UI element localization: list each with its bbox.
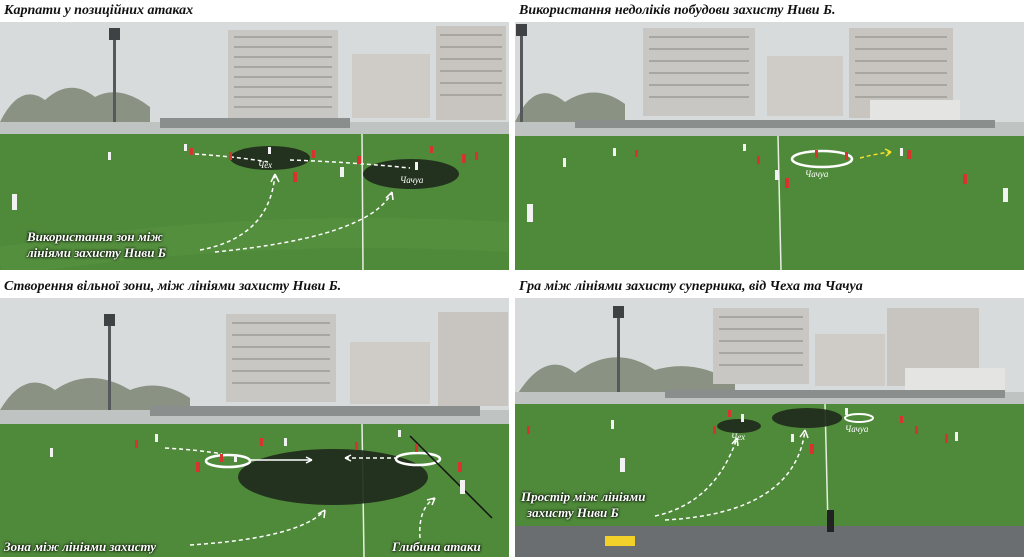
panel-top-left: Карпати у позиційних атаках — [0, 0, 509, 270]
player-label: Чех — [731, 432, 746, 442]
caption-line: Простір між лініями — [521, 489, 646, 504]
match-frame: Чачуа — [515, 22, 1024, 270]
panel-title: Створення вільної зони, між лініями захи… — [0, 276, 509, 298]
match-frame: Чех Чачуа Простір між лініями захисту Ни… — [515, 298, 1024, 557]
pitch-scene — [515, 298, 1024, 557]
caption-line: лініями захисту Ниви Б — [27, 245, 166, 260]
panel-title: Карпати у позиційних атаках — [0, 0, 509, 22]
panel-bottom-right: Гра між лініями захисту суперника, від Ч… — [515, 276, 1024, 557]
player-label: Чачуа — [805, 169, 829, 179]
caption-line: захисту Ниви Б — [527, 505, 619, 520]
panel-top-right: Використання недоліків побудови захисту … — [515, 0, 1024, 270]
pitch-scene — [515, 22, 1024, 270]
pitch-scene — [0, 298, 509, 557]
panel-bottom-left: Створення вільної зони, між лініями захи… — [0, 276, 509, 557]
player-label: Чех — [258, 160, 273, 170]
player-label: Чачуа — [845, 424, 869, 434]
panel-divider — [0, 270, 1024, 276]
caption-depth: Глибина атаки — [392, 539, 481, 554]
panel-divider — [509, 0, 515, 557]
panel-title: Використання недоліків побудови захисту … — [515, 0, 1024, 22]
match-frame: Чех Чачуа Використання зон між лініями з… — [0, 22, 509, 270]
caption-line: Використання зон між — [27, 229, 163, 244]
match-frame: Зона між лініями захисту Глибина атаки — [0, 298, 509, 557]
caption-zone: Зона між лініями захисту — [4, 539, 157, 554]
pitch-scene — [0, 22, 509, 270]
panel-title: Гра між лініями захисту суперника, від Ч… — [515, 276, 1024, 298]
player-label: Чачуа — [400, 175, 424, 185]
